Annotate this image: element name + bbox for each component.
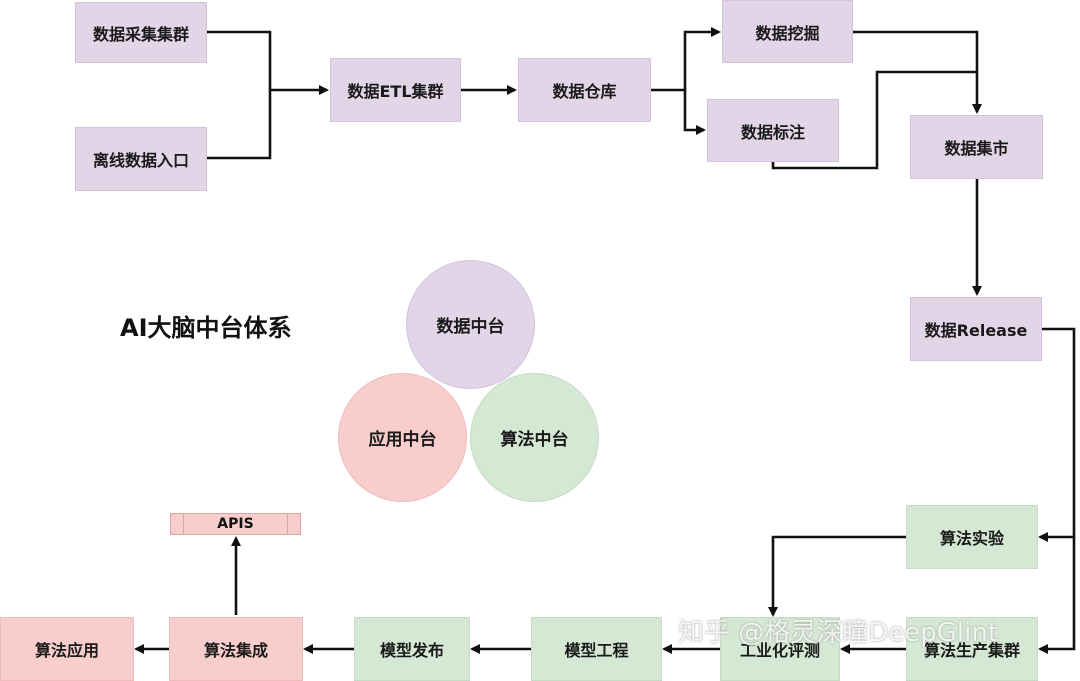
apis-label: APIS [217, 516, 254, 532]
node-algo-experiment: 算法实验 [906, 505, 1038, 569]
edge-offline-to-etl [207, 90, 272, 160]
node-algo-production: 算法生产集群 [906, 617, 1038, 681]
edge-experiment-to-eval [768, 535, 906, 617]
node-warehouse: 数据仓库 [518, 58, 651, 122]
watermark: 知乎 @格灵深瞳DeepGlint [678, 618, 999, 648]
node-data-collection: 数据采集集群 [75, 2, 207, 63]
node-etl-cluster: 数据ETL集群 [330, 58, 461, 122]
node-data-mart: 数据集市 [910, 115, 1043, 179]
edge-release-to-production [1038, 537, 1076, 654]
node-data-release: 数据Release [910, 297, 1042, 361]
node-model-release: 模型发布 [354, 617, 470, 681]
edge-release-to-experiment [1038, 327, 1076, 542]
edge-warehouse-to-labeling [683, 90, 706, 135]
node-offline-entry: 离线数据入口 [75, 127, 207, 191]
edge-collection-to-etl [207, 30, 329, 95]
node-model-engineering: 模型工程 [531, 617, 662, 681]
circle-algo-platform: 算法中台 [470, 373, 599, 502]
node-algo-integration: 算法集成 [169, 617, 303, 681]
node-algo-application: 算法应用 [0, 617, 134, 681]
circle-app-platform: 应用中台 [338, 373, 467, 502]
node-apis: APIS [170, 513, 301, 535]
edge-mining-to-mart [853, 30, 982, 114]
edge-warehouse-to-mining [651, 27, 721, 92]
circle-data-platform: 数据中台 [406, 260, 535, 389]
node-mining: 数据挖掘 [722, 0, 853, 63]
diagram-title: AI大脑中台体系 [120, 314, 292, 342]
node-industrial-eval: 工业化评测 [720, 617, 840, 681]
edge-labeling-to-mart [771, 70, 977, 170]
node-labeling: 数据标注 [707, 99, 839, 162]
